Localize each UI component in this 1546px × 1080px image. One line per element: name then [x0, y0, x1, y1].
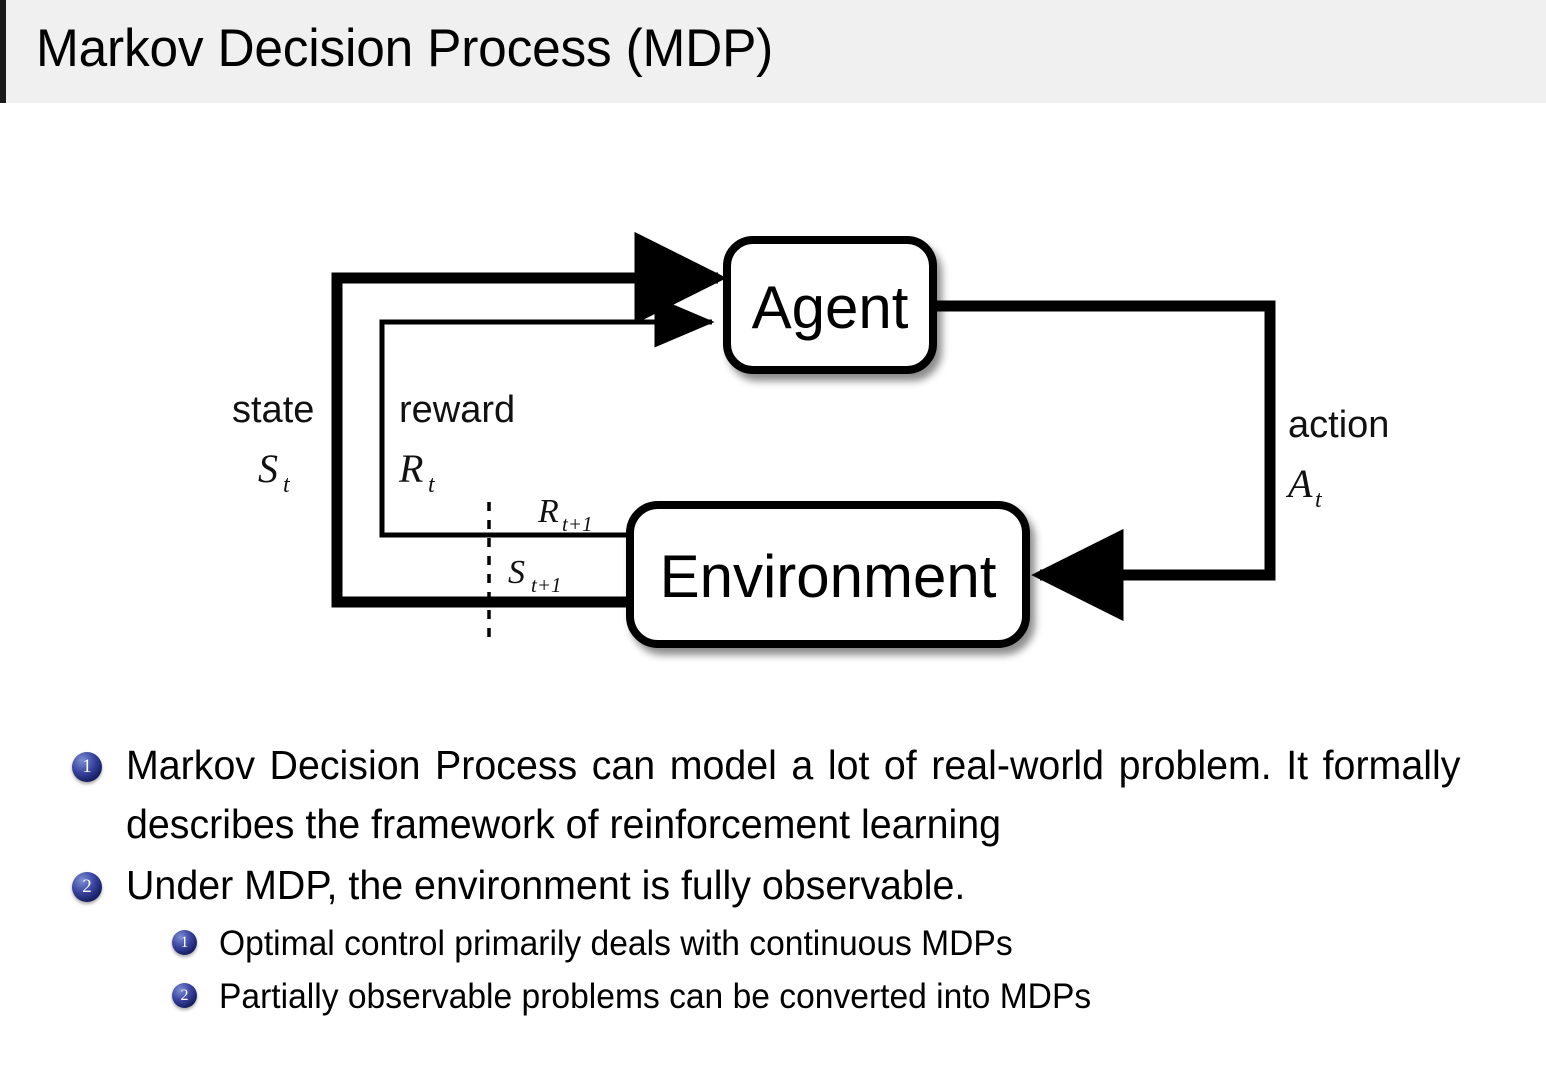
environment-node-label: Environment — [660, 543, 997, 610]
edge-reward-path — [379, 296, 715, 538]
bullet-number-badge: 1 — [72, 752, 102, 782]
mdp-agent-environment-diagram: Agent Environment state S t reward R t a… — [0, 110, 1546, 710]
environment-node[interactable]: Environment — [626, 501, 1030, 648]
reward-symbol-label: R — [398, 446, 423, 491]
slide-header-bar: Markov Decision Process (MDP) — [0, 0, 1546, 103]
reward-symbol-subscript: t — [428, 472, 436, 498]
state-word-label: state — [232, 389, 314, 431]
next-state-symbol-label: S — [508, 554, 525, 591]
sub-list-item-text: Partially observable problems can be con… — [219, 977, 1092, 1016]
list-item: 1 Markov Decision Process can model a lo… — [0, 736, 1546, 854]
edge-state-path — [331, 231, 727, 608]
state-label-group: state S t — [232, 389, 314, 498]
action-label-group: action A t — [1285, 404, 1389, 513]
bullet-number-badge: 1 — [172, 930, 197, 955]
sub-list-item: 1 Optimal control primarily deals with c… — [0, 917, 1546, 970]
reward-word-label: reward — [399, 389, 515, 431]
edge-action-path — [933, 300, 1276, 622]
state-symbol-label: S — [258, 446, 278, 491]
sub-list-item-text: Optimal control primarily deals with con… — [219, 924, 1013, 963]
next-state-label-group: S t+1 — [508, 554, 562, 597]
state-symbol-subscript: t — [283, 472, 291, 498]
bullet-number-badge: 2 — [172, 983, 197, 1008]
action-symbol-label: A — [1285, 461, 1313, 506]
page-title: Markov Decision Process (MDP) — [36, 19, 774, 78]
bullet-number-badge: 2 — [72, 872, 102, 902]
sub-list-item: 2 Partially observable problems can be c… — [0, 970, 1546, 1023]
next-reward-label-group: R t+1 — [537, 493, 593, 536]
next-state-subscript: t+1 — [531, 573, 562, 597]
agent-node[interactable]: Agent — [723, 236, 937, 374]
bullet-list: 1 Markov Decision Process can model a lo… — [0, 736, 1546, 1023]
next-reward-subscript: t+1 — [562, 512, 593, 536]
action-word-label: action — [1288, 404, 1389, 446]
next-reward-symbol-label: R — [537, 493, 559, 530]
agent-node-label: Agent — [752, 274, 909, 341]
list-item-text: Markov Decision Process can model a lot … — [126, 742, 1461, 847]
action-symbol-subscript: t — [1315, 487, 1323, 513]
reward-label-group: reward R t — [398, 389, 515, 498]
list-item: 2 Under MDP, the environment is fully ob… — [0, 856, 1546, 915]
list-item-text: Under MDP, the environment is fully obse… — [126, 862, 966, 908]
